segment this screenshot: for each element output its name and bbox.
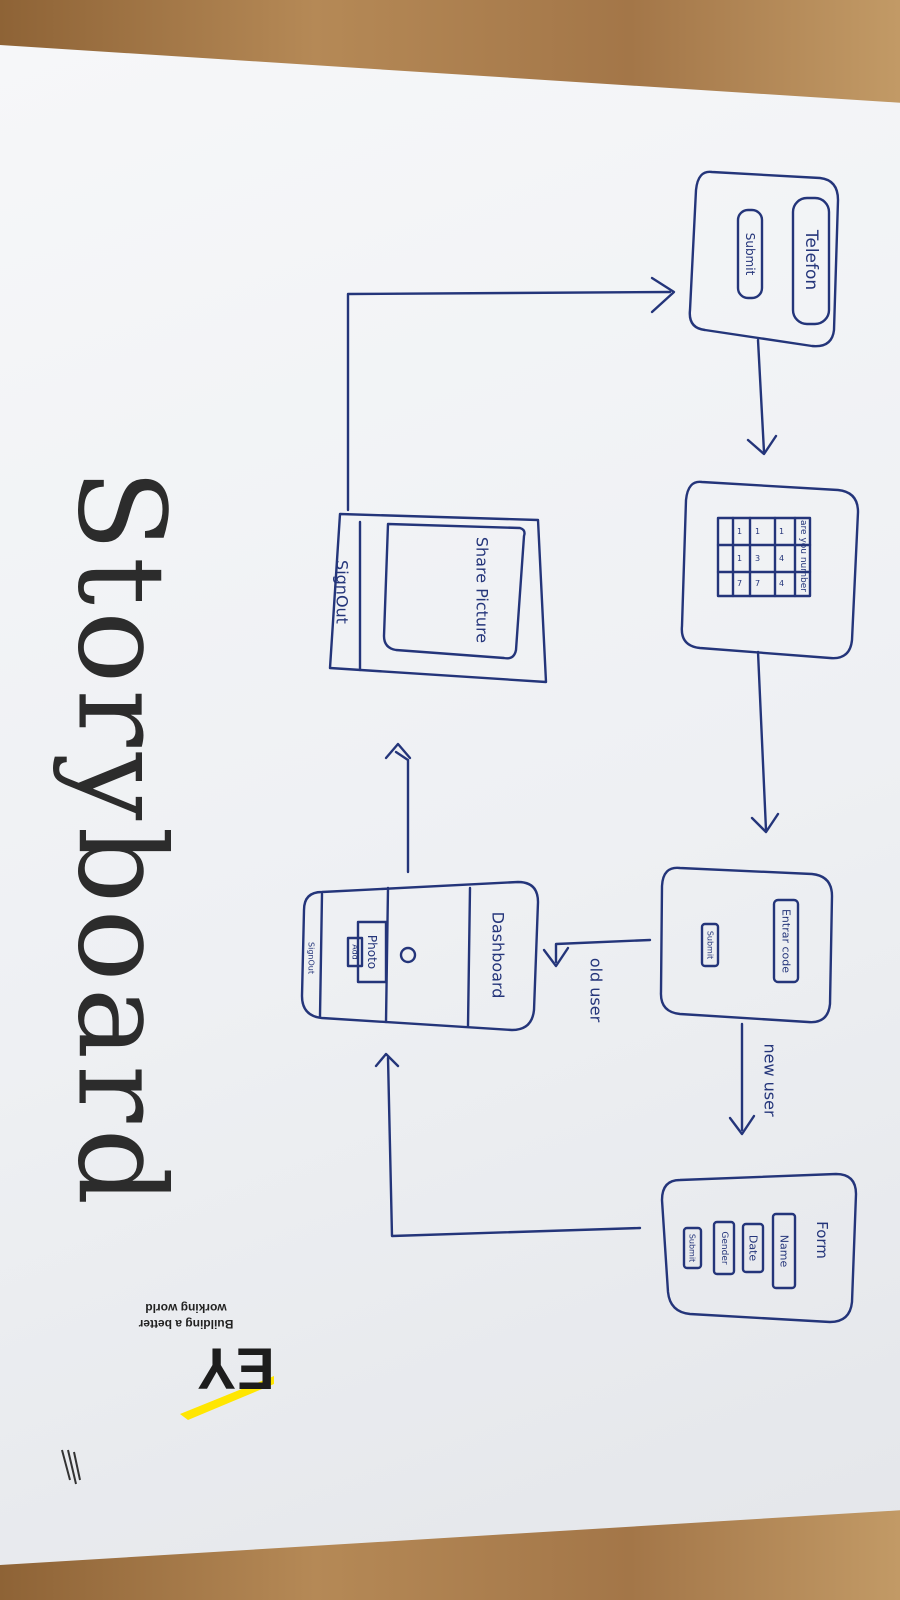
dashboard-photo-label: Photo (365, 935, 379, 969)
svg-text:1: 1 (755, 527, 760, 536)
screen-phone: Telefon Submit (688, 170, 840, 348)
flow-connectors: old user new user (346, 276, 780, 1238)
submit-button-label: Submit (743, 233, 757, 276)
form-gender-label: Gender (719, 1231, 729, 1264)
screen-share: Share Picture SignOut (328, 512, 548, 684)
svg-text:3: 3 (755, 554, 760, 563)
telefon-field-label: Telefon (801, 229, 821, 290)
share-title: Share Picture (473, 537, 492, 643)
screen-form: Form Name Date Gender Submit (660, 1172, 858, 1324)
new-user-label: new user (761, 1043, 780, 1116)
ey-tagline-line1: Building a better (138, 1317, 233, 1331)
screen-dashboard: Dashboard Photo Add SignOut (300, 880, 540, 1032)
auth-submit-label: Submit (706, 931, 715, 959)
ey-logo: EY Building a better working world (138, 1301, 275, 1420)
screen-auth-code: Entrar code Submit (659, 866, 834, 1024)
screen-code-grid: are you number 1 4 4 1 3 7 1 1 7 (680, 480, 860, 660)
code-grid-header: are you number (798, 520, 808, 592)
old-user-label: old user (587, 958, 606, 1023)
form-submit-label: Submit (688, 1234, 697, 1262)
ey-logo-mark: EY (197, 1336, 274, 1401)
form-name-label: Name (778, 1235, 791, 1268)
dashboard-add-label: Add (351, 944, 360, 960)
dashboard-title: Dashboard (489, 912, 508, 999)
scribble-mark (61, 1449, 81, 1485)
svg-text:7: 7 (755, 579, 760, 588)
dashboard-signout-label: SignOut (307, 942, 316, 974)
ey-tagline-line2: working world (145, 1301, 227, 1315)
ey-beam (180, 1376, 274, 1420)
form-date-label: Date (747, 1235, 760, 1262)
svg-text:1: 1 (779, 527, 784, 536)
storyboard-title-text: Storyboard (51, 469, 190, 1212)
svg-text:1: 1 (737, 554, 742, 563)
share-signout-label: SignOut (333, 560, 352, 624)
svg-text:4: 4 (779, 554, 784, 563)
storyboard-title: Storyboard (51, 469, 190, 1212)
form-title: Form (813, 1221, 831, 1259)
svg-text:4: 4 (779, 579, 784, 588)
enter-code-field-label: Entrar code (780, 909, 793, 973)
svg-text:1: 1 (737, 527, 742, 536)
svg-text:7: 7 (737, 579, 742, 588)
